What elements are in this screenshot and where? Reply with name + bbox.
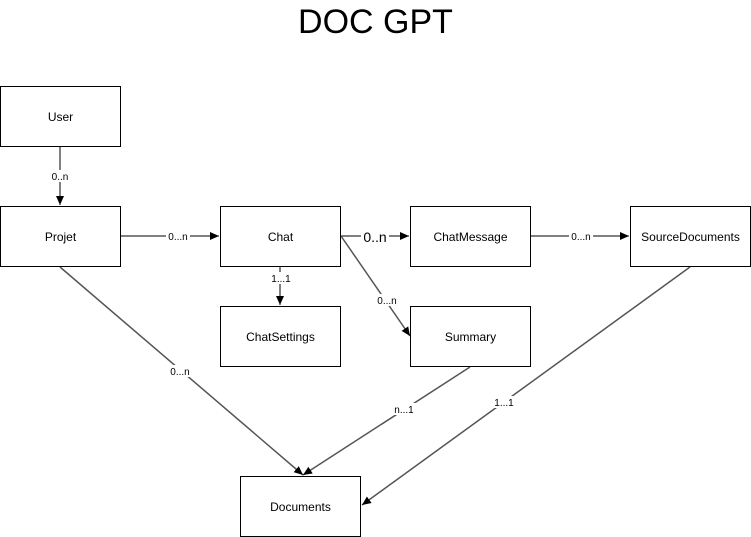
entity-sourcedocuments[interactable]: SourceDocuments [630, 206, 751, 267]
entity-user[interactable]: User [0, 86, 121, 147]
label-sourcedocuments-documents: 1...1 [494, 398, 514, 409]
label-chat-chatsettings: 1...1 [271, 274, 291, 285]
edge-sourcedocuments-documents [361, 266, 691, 506]
label-projet-chat: 0...n [168, 232, 187, 243]
label-chat-summary: 0...n [377, 296, 396, 307]
entity-summary[interactable]: Summary [410, 306, 531, 367]
page-title: DOC GPT [298, 3, 453, 41]
entity-user-label: User [47, 109, 74, 124]
edge-summary-documents [302, 366, 471, 476]
entity-projet-label: Projet [44, 229, 77, 244]
entity-chatmessage[interactable]: ChatMessage [410, 206, 531, 267]
entity-chatmessage-label: ChatMessage [433, 229, 508, 244]
label-chat-chatmessage: 0..n [363, 229, 386, 245]
label-user-projet: 0..n [52, 172, 69, 183]
entity-sourcedocuments-label: SourceDocuments [641, 229, 740, 244]
entity-documents[interactable]: Documents [240, 476, 361, 537]
entity-documents-label: Documents [270, 499, 331, 514]
entity-projet[interactable]: Projet [0, 206, 121, 267]
entity-chat-label: Chat [267, 229, 294, 244]
entity-chat[interactable]: Chat [220, 206, 341, 267]
edge-chat-summary [340, 235, 411, 337]
entity-chatsettings[interactable]: ChatSettings [220, 306, 341, 367]
label-chatmessage-sourcedocuments: 0...n [571, 232, 590, 243]
entity-summary-label: Summary [444, 329, 497, 344]
label-summary-documents: n...1 [394, 405, 414, 416]
entity-chatsettings-label: ChatSettings [246, 329, 315, 344]
label-projet-documents: 0...n [170, 367, 189, 378]
